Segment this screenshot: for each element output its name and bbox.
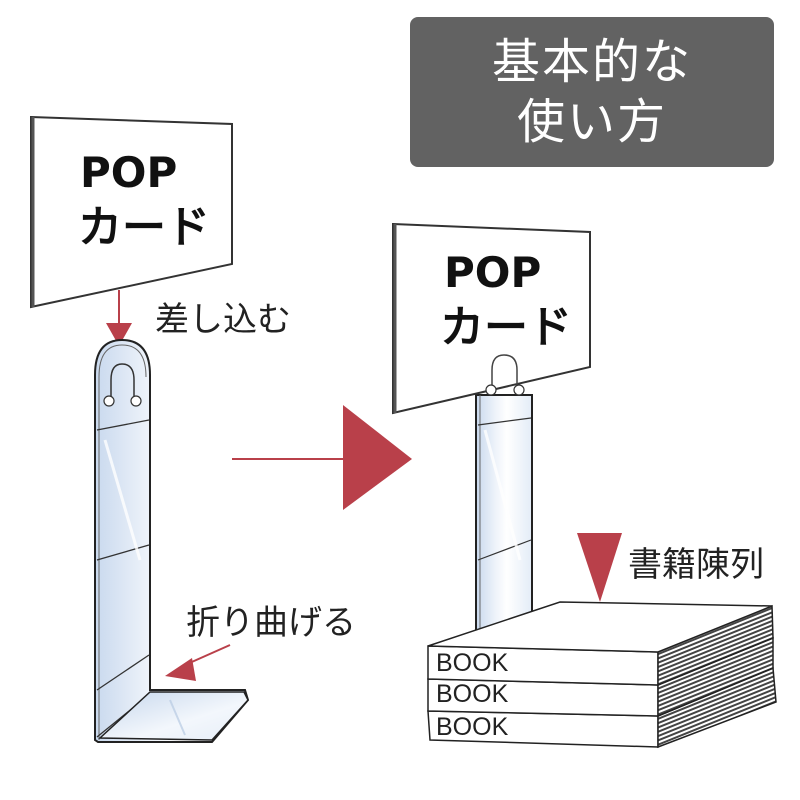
left-pop-card [30, 115, 233, 309]
book-label-1: BOOK [436, 649, 509, 677]
title-line-2: 使い方 [516, 94, 667, 150]
display-arrow [577, 533, 622, 602]
right-card-line1: POP [444, 248, 541, 297]
fold-label: 折り曲げる [186, 603, 356, 643]
left-card-line2: カード [78, 202, 210, 253]
title-line-1: 基本的な [491, 34, 692, 90]
display-label: 書籍陳列 [628, 545, 764, 585]
book-label-3: BOOK [436, 713, 509, 741]
right-acrylic-stand [475, 394, 533, 636]
right-pop-card [392, 222, 591, 415]
left-acrylic-stand [94, 338, 250, 743]
fold-arrow [165, 644, 231, 681]
title-banner: 基本的な 使い方 [410, 17, 774, 167]
transition-arrow-icon [232, 405, 412, 510]
left-card-line1: POP [80, 148, 177, 197]
insert-arrow [106, 290, 132, 346]
right-card-line2: カード [440, 302, 572, 353]
book-label-2: BOOK [436, 680, 509, 708]
insert-label: 差し込む [155, 300, 291, 340]
book-stack [427, 601, 777, 749]
